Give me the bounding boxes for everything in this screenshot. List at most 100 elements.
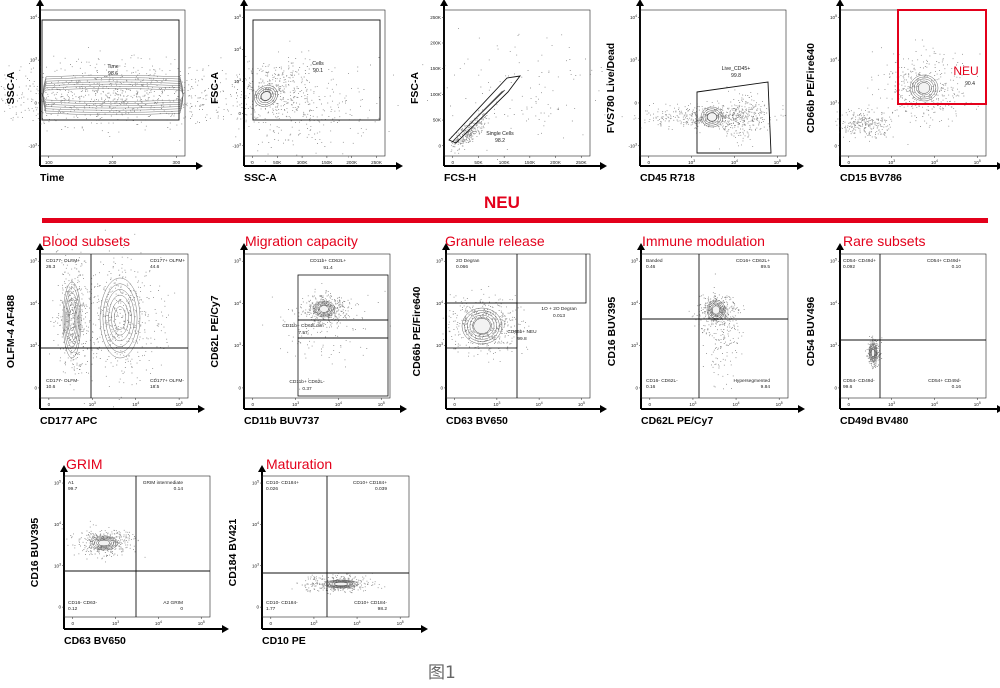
y-axis-arrowhead: [836, 243, 844, 250]
y-axis-arrowhead: [36, 0, 44, 6]
gate-label: Banded: [646, 258, 663, 264]
y-axis-label: FVS780 Live/Dead: [605, 43, 617, 133]
density-contour: [42, 83, 184, 107]
gate-label: CD66b+ NEU: [507, 329, 537, 335]
density-contour: [260, 90, 272, 102]
y-axis-arrowhead: [442, 243, 450, 250]
y-tick-label: 104: [830, 57, 837, 63]
x-tick-label: 103: [112, 620, 119, 626]
density-contour: [114, 306, 126, 330]
y-tick-label: 105: [234, 14, 241, 20]
x-tick-label: 150K: [524, 160, 536, 165]
y-tick-label: 103: [30, 57, 37, 63]
gate-label: CD54- CD49d+: [843, 258, 876, 264]
x-axis-label: CD63 BV650: [64, 635, 126, 647]
y-tick-label: 50K: [433, 118, 442, 123]
density-contour: [258, 89, 274, 103]
gate-label: CD11b+ CD62L-: [289, 379, 325, 385]
gate-value: 44.6: [150, 264, 160, 270]
gate-cd66b-neu: [445, 302, 518, 349]
y-axis-label: CD16 BUV395: [29, 518, 41, 588]
density-contour: [708, 301, 724, 319]
density-contour: [316, 303, 332, 315]
x-tick-label: 104: [132, 401, 139, 407]
x-tick-label: 0: [847, 402, 850, 407]
x-axis-arrowhead: [421, 625, 428, 633]
y-axis-label: FSC-A: [409, 72, 421, 104]
x-tick-label: 103: [888, 159, 895, 165]
gate-value: 0: [180, 606, 183, 612]
y-tick-label: 103: [830, 99, 837, 105]
x-axis-arrowhead: [797, 162, 804, 170]
gate-value: 99.7: [68, 486, 78, 492]
density-contour: [706, 112, 718, 122]
plot-frame: [39, 9, 186, 157]
density-contour: [869, 345, 877, 361]
gate-value: 98.6: [108, 71, 118, 77]
y-tick-label: 105: [30, 258, 37, 264]
gate-value: 0.16: [646, 384, 656, 390]
x-tick-label: 105: [774, 159, 781, 165]
gate-value: 99.8: [517, 336, 527, 342]
x-axis-arrowhead: [997, 162, 1000, 170]
x-tick-label: 0: [48, 402, 51, 407]
gate-value: 90.4: [965, 81, 975, 87]
section-immune-modulation: Immune modulation: [642, 233, 765, 249]
y-tick-label: 0: [635, 385, 638, 390]
gate-single-cells: [448, 75, 522, 144]
x-tick-label: 104: [931, 159, 938, 165]
y-tick-label: 104: [830, 300, 837, 306]
x-axis-label: CD63 BV650: [446, 415, 508, 427]
gate-label: CD11b+ CD62L+: [310, 258, 347, 264]
gate-value: 0.092: [843, 264, 855, 270]
x-axis-arrowhead: [400, 405, 407, 413]
y-tick-label: 105: [436, 258, 443, 264]
y-tick-label: 0: [238, 385, 241, 390]
x-tick-label: 50K: [474, 160, 483, 165]
gate-label: 1O + 2O Degran: [541, 306, 577, 312]
x-tick-label: 104: [733, 401, 740, 407]
density-contour: [42, 88, 184, 102]
gate-label: CD11b+ CD62Ldim: [282, 323, 323, 329]
gate-label: CD54+ CD49d+: [927, 258, 961, 264]
y-axis-label: CD66b PE/Fire640: [805, 43, 817, 133]
gate-label: CD177+ OLFM-: [150, 378, 184, 384]
y-tick-label: 105: [631, 258, 638, 264]
gate-label: Hypersegmented: [733, 378, 770, 384]
x-tick-label: 250K: [576, 160, 588, 165]
density-contour: [62, 281, 82, 359]
y-tick-label: -103: [628, 142, 637, 148]
density-contour: [42, 81, 184, 109]
y-axis-label: CD184 BV421: [227, 518, 239, 586]
x-tick-label: 0: [453, 402, 456, 407]
x-axis-label: SSC-A: [244, 172, 277, 184]
gate-value: 90.1: [313, 68, 323, 74]
gate-value: 10.6: [46, 384, 56, 390]
density-core: [319, 305, 329, 313]
gate-value: 1.77: [266, 606, 276, 612]
gate-value: 0.066: [456, 264, 468, 270]
x-tick-label: 104: [931, 401, 938, 407]
density-contour: [870, 346, 876, 360]
y-axis-arrowhead: [836, 0, 844, 6]
y-tick-label: 0: [634, 100, 637, 105]
y-tick-label: 103: [234, 342, 241, 348]
gate-value: 9.84: [761, 384, 771, 390]
gate-label: CD54- CD49d-: [843, 378, 875, 384]
y-tick-label: 0: [34, 385, 37, 390]
plot-frame: [261, 475, 410, 618]
gate-label: A2 GRIM: [163, 600, 183, 606]
density-contour: [710, 304, 722, 316]
x-tick-label: 0: [847, 160, 850, 165]
x-axis-arrowhead: [198, 405, 205, 413]
y-tick-label: 105: [252, 480, 259, 486]
x-tick-label: 105: [397, 620, 404, 626]
density-contour: [93, 537, 115, 549]
y-tick-label: 104: [630, 14, 637, 20]
gate-label: CD16+ CD62L+: [736, 258, 770, 264]
y-tick-label: 104: [436, 300, 443, 306]
x-tick-label: 103: [310, 620, 317, 626]
